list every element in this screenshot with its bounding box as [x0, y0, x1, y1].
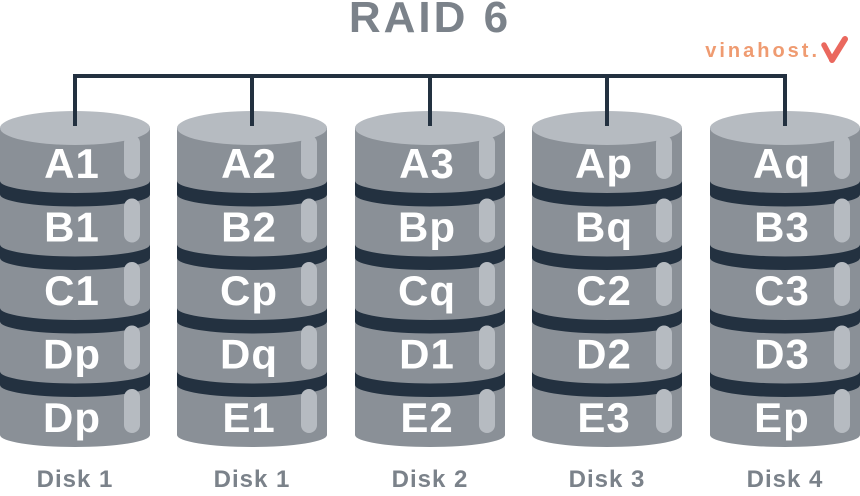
block-label: E3 — [577, 394, 630, 441]
block-label: B3 — [754, 204, 810, 251]
block-label: Dq — [220, 331, 278, 378]
block-label: Bp — [398, 204, 456, 251]
drop-line-4 — [605, 74, 609, 126]
disk-label-3: Disk 2 — [391, 466, 469, 493]
block-label: A1 — [44, 140, 100, 187]
disk-cylinder-3: A3 Bp Cq D1 E2 — [355, 111, 505, 447]
block-label: C2 — [576, 267, 632, 314]
block-label: C3 — [754, 267, 810, 314]
block-label: E2 — [400, 394, 453, 441]
disk-label-5: Disk 4 — [746, 466, 824, 493]
block-label: E1 — [222, 394, 275, 441]
block-label: B2 — [221, 204, 277, 251]
block-label: B1 — [44, 204, 100, 251]
block-label: A2 — [221, 140, 277, 187]
block-label: Ep — [754, 394, 810, 441]
logo-check-icon — [821, 36, 848, 63]
block-label: Cp — [220, 267, 278, 314]
disk-label-2: Disk 1 — [213, 466, 291, 493]
block-label: C1 — [44, 267, 100, 314]
block-label: Dp — [43, 331, 101, 378]
block-label: Bq — [575, 204, 633, 251]
drop-line-5 — [783, 74, 787, 126]
disk-cylinder-5: Aq B3 C3 D3 Ep — [710, 111, 860, 447]
disk-cylinder-4: Ap Bq C2 D2 E3 — [532, 111, 682, 447]
block-label: Ap — [575, 140, 633, 187]
drop-line-3 — [428, 74, 432, 126]
logo-text: vinahost. — [705, 40, 820, 62]
drop-line-1 — [73, 74, 77, 126]
disk-cylinder-1: A1 B1 C1 Dp Dp — [0, 111, 150, 447]
block-label: D2 — [576, 331, 632, 378]
disk-label-1: Disk 1 — [36, 466, 114, 493]
block-label: Dp — [43, 394, 101, 441]
disk-cylinder-2: A2 B2 Cp Dq E1 — [177, 111, 327, 447]
disk-label-4: Disk 3 — [568, 466, 646, 493]
block-label: Aq — [753, 140, 811, 187]
drop-line-2 — [250, 74, 254, 126]
block-label: A3 — [399, 140, 455, 187]
block-label: Cq — [398, 267, 456, 314]
block-label: D3 — [754, 331, 810, 378]
vinahost-logo: vinahost. — [705, 36, 848, 64]
page-title: RAID 6 — [348, 0, 512, 42]
block-label: D1 — [399, 331, 455, 378]
